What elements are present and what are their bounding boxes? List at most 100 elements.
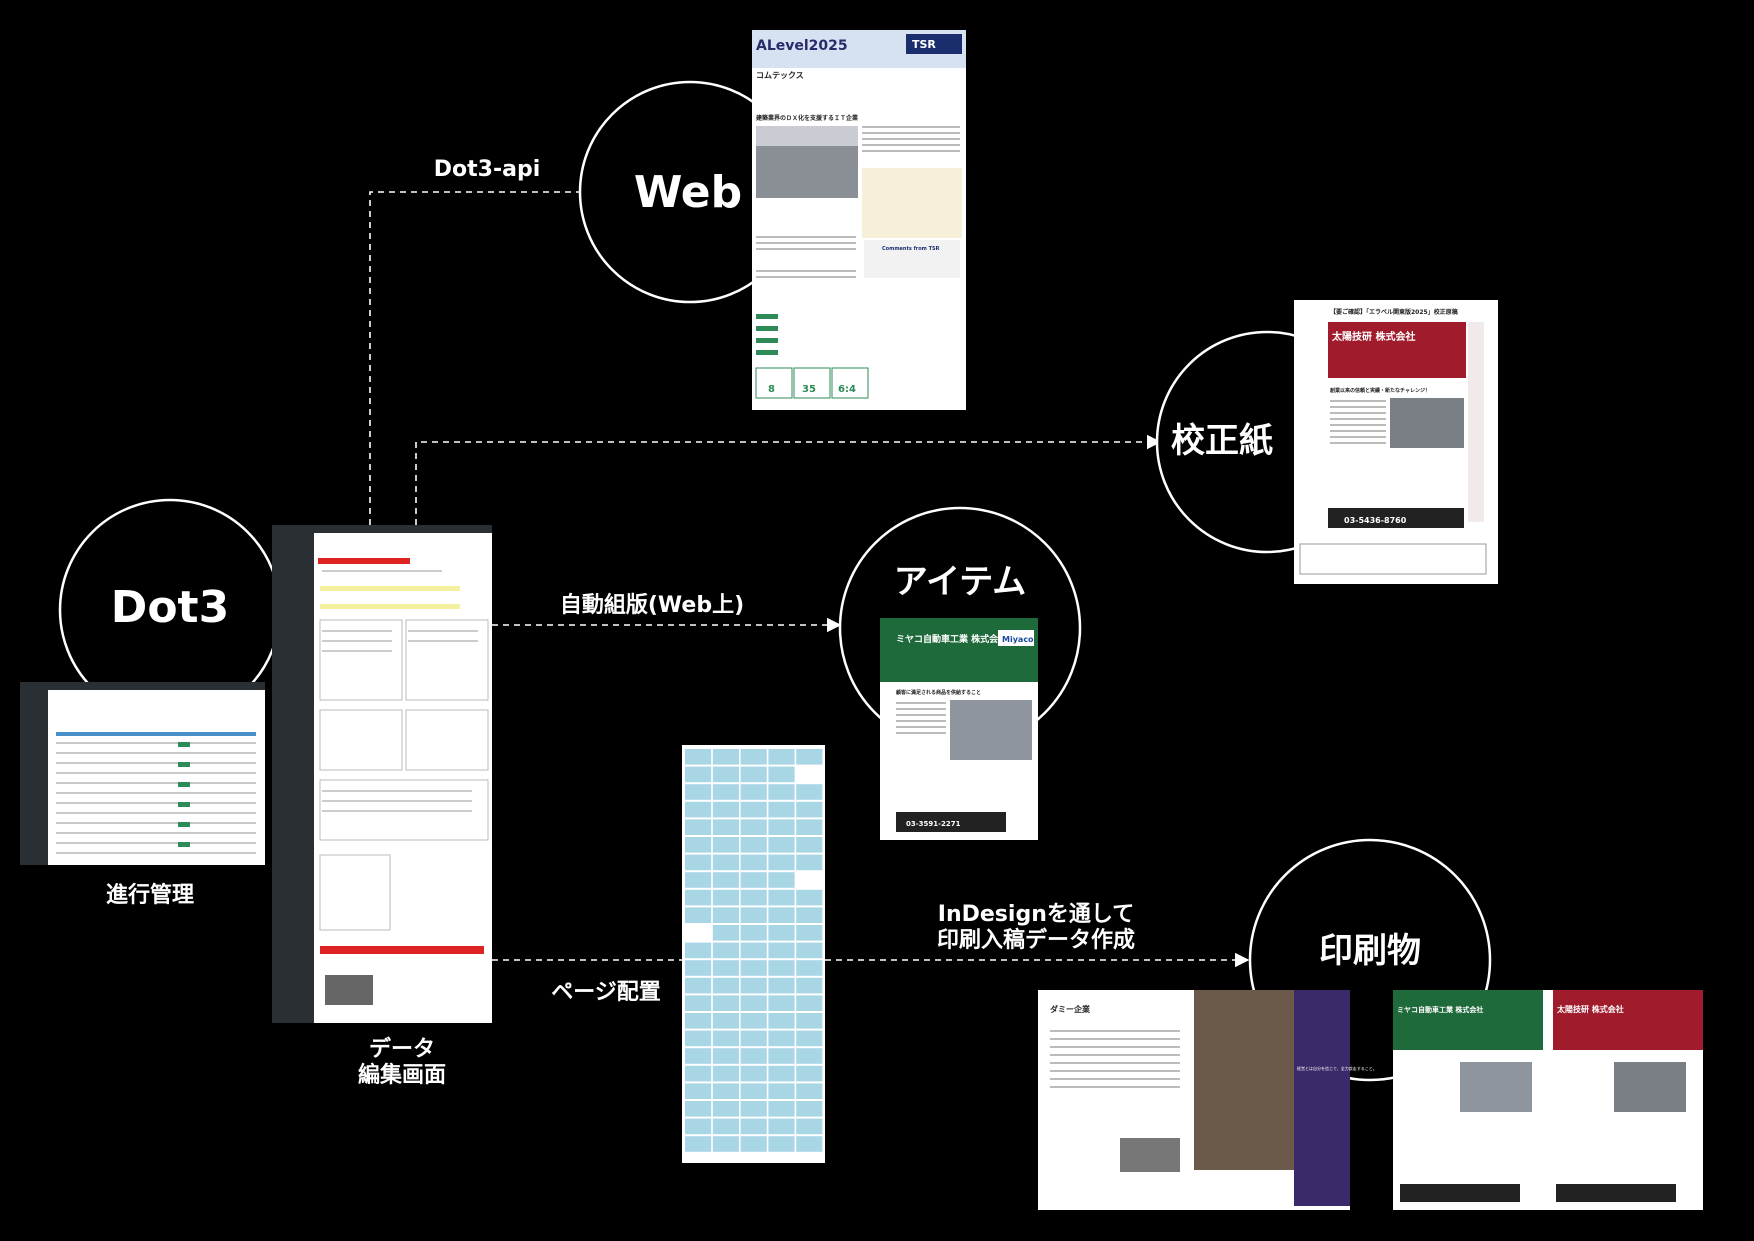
edge-dot3-web (369, 184, 614, 525)
page-cell (768, 1101, 795, 1117)
item-thumb-tagline: 顧客に満足される商品を供給すること (896, 689, 981, 696)
page-cell (768, 1048, 795, 1064)
page-cell (796, 907, 823, 923)
page-cell (796, 1083, 823, 1099)
page-cell (740, 1030, 767, 1047)
page-cell (712, 1118, 739, 1135)
page-cell (712, 1083, 739, 1099)
page-cell (740, 749, 767, 765)
web-thumb-stat2: 35 (802, 384, 816, 395)
edge-label-page-layout: ページ配置 (551, 980, 661, 1005)
page-cell (768, 749, 795, 765)
page-cell (712, 925, 739, 941)
web-thumb-company: コムテックス (756, 70, 804, 80)
page-cell (685, 801, 712, 818)
web-thumb-stat3: 6:4 (838, 384, 856, 395)
page-cell (712, 766, 739, 783)
item-thumb-logo: Miyaco (1002, 635, 1034, 644)
proof-thumb-tagline: 創業以来の信頼と実績・新たなチャレンジ！ (1329, 387, 1430, 394)
page-cell (685, 1101, 712, 1117)
page-cell (712, 749, 739, 765)
page-cell (740, 907, 767, 923)
page-cell (712, 1048, 739, 1064)
page-cell (796, 1048, 823, 1064)
page-cell (796, 942, 823, 959)
page-cell (796, 749, 823, 765)
print-company-b: ミヤコ自動車工業 株式会社 (1397, 1005, 1483, 1014)
caption-progress: 進行管理 (106, 882, 194, 908)
page-cell (740, 872, 767, 888)
print-company-a: ダミー企業 (1050, 1004, 1091, 1014)
page-cell (768, 942, 795, 959)
web-thumbnail: ALevel2025 TSR コムテックス 建築業界のＤＸ化を支援するＩＴ企業 … (752, 30, 966, 410)
page-cell (712, 907, 739, 923)
page-cell (768, 1013, 795, 1029)
node-label-proof: 校正紙 (1171, 421, 1273, 461)
edge-dot3-proof (415, 434, 1162, 525)
page-cell (740, 1065, 767, 1082)
page-cell (796, 925, 823, 941)
page-cell (768, 766, 795, 783)
item-thumb-company: ミヤコ自動車工業 株式会社 (896, 633, 1007, 645)
page-cell (712, 819, 739, 835)
proof-thumb-company: 太陽技研 株式会社 (1331, 330, 1415, 343)
page-layout-grid (682, 745, 825, 1163)
item-thumb-phone: 03-3591-2271 (906, 820, 961, 828)
page-cell (768, 854, 795, 871)
page-cell (768, 1030, 795, 1047)
page-cell (740, 1013, 767, 1029)
page-cell (685, 766, 712, 783)
page-cell (685, 1030, 712, 1047)
page-cell (740, 801, 767, 818)
page-cell (685, 960, 712, 976)
page-cell (712, 1030, 739, 1047)
page-cell (768, 1118, 795, 1135)
page-cell (712, 1013, 739, 1029)
edge-label-api: Dot3-api (434, 157, 540, 182)
page-cell (740, 784, 767, 800)
page-cell (796, 784, 823, 800)
page-cell (740, 837, 767, 853)
page-cell (740, 977, 767, 994)
page-cell (796, 995, 823, 1011)
page-cell (712, 872, 739, 888)
page-cell (712, 889, 739, 906)
page-cell (685, 1065, 712, 1082)
edge-label-indesign-1: InDesignを通して (938, 902, 1134, 927)
page-cell (740, 1101, 767, 1117)
print-spread-a: ダミー企業 経営とは自分を信じて、全力疾走すること。 (1038, 990, 1377, 1210)
page-cell (768, 977, 795, 994)
page-cell (740, 995, 767, 1011)
page-cell (768, 801, 795, 818)
caption-data-edit-1: データ (369, 1036, 435, 1062)
page-cell (685, 1136, 712, 1152)
page-cell (712, 801, 739, 818)
page-cell (685, 837, 712, 853)
web-thumb-title: ALevel2025 (756, 38, 848, 54)
page-cell (740, 854, 767, 871)
edge-label-auto-layout: 自動組版(Web上) (560, 592, 744, 618)
item-thumbnail: ミヤコ自動車工業 株式会社 Miyaco 顧客に満足される商品を供給すること 0… (880, 618, 1038, 840)
page-cell (740, 1083, 767, 1099)
page-cell (768, 1136, 795, 1152)
page-cell (796, 1136, 823, 1152)
page-cell (796, 1101, 823, 1117)
page-cell (740, 766, 767, 783)
page-cell (712, 960, 739, 976)
page-cell (768, 995, 795, 1011)
page-cell (740, 1136, 767, 1152)
page-cell (740, 1048, 767, 1064)
page-cell (685, 995, 712, 1011)
proof-thumb-header: 【要ご確認】「エラベル関東版2025」校正原稿 (1330, 308, 1458, 316)
web-thumb-stat1: 8 (768, 384, 775, 395)
page-cell (685, 1083, 712, 1099)
page-cell (712, 977, 739, 994)
print-spread-b: ミヤコ自動車工業 株式会社 太陽技研 株式会社 (1393, 990, 1703, 1210)
page-cell (796, 819, 823, 835)
page-cell (685, 819, 712, 835)
page-cell (796, 960, 823, 976)
page-cell (685, 977, 712, 994)
page-cell (685, 942, 712, 959)
page-cell (712, 837, 739, 853)
